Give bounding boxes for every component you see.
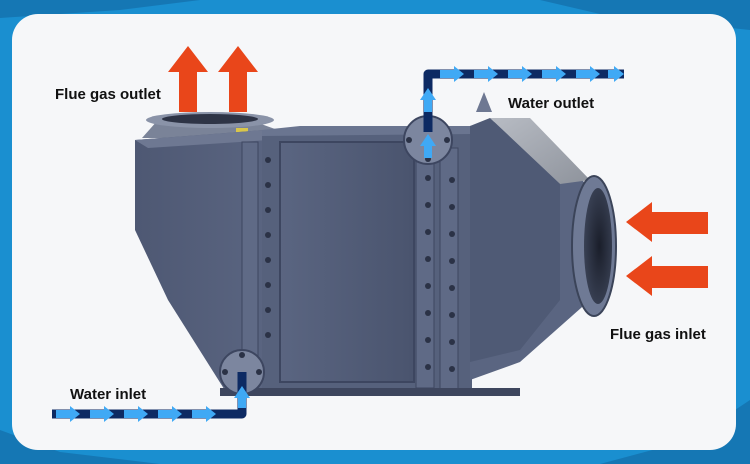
inlet-opening — [584, 188, 612, 304]
header-bolts — [265, 157, 455, 372]
frame-corner-top-left — [0, 0, 200, 18]
water-outlet-label: Water outlet — [508, 95, 595, 112]
lifting-lug — [476, 92, 492, 112]
flue-gas-inlet-arrows — [626, 202, 708, 296]
access-panel — [279, 141, 415, 383]
frame-corner-bottom-left — [0, 430, 160, 464]
flue-gas-outlet-label: Flue gas outlet — [55, 86, 161, 103]
right-housing-mesh — [490, 118, 590, 184]
base-skid — [220, 388, 520, 396]
outlet-opening — [162, 114, 258, 124]
outlet-header-right — [439, 147, 459, 393]
left-housing-top — [135, 128, 300, 148]
flue-gas-outlet-arrows — [168, 46, 258, 112]
water-inlet-arrows — [56, 386, 250, 422]
outlet-header-left — [415, 141, 435, 389]
water-inlet-label: Water inlet — [70, 386, 147, 403]
flue-gas-inlet-label: Flue gas inlet — [610, 326, 706, 343]
water-outlet-arrows — [420, 66, 624, 158]
right-housing-shade — [470, 118, 560, 362]
